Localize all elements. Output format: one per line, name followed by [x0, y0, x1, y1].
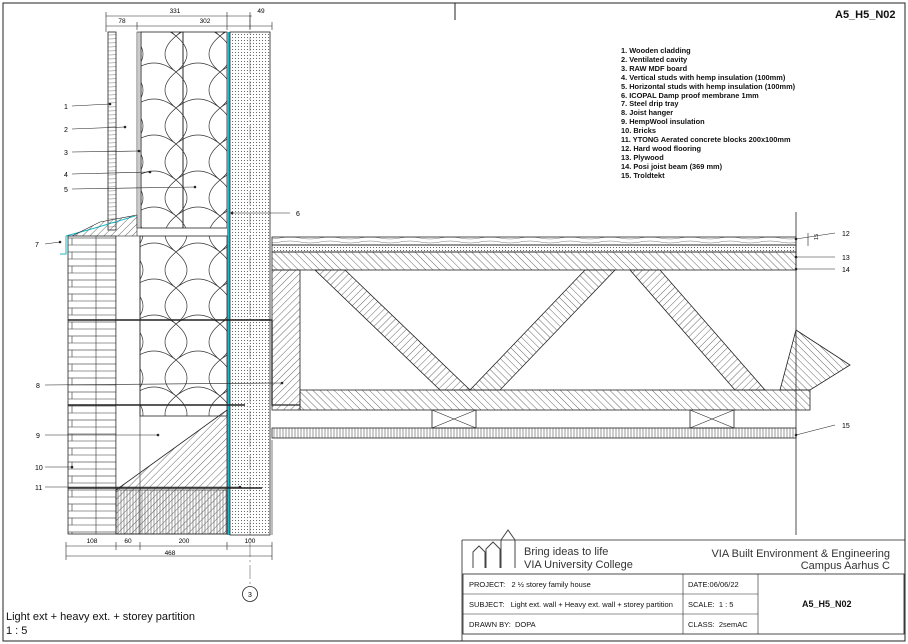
legend-item: 2. Ventilated cavity: [621, 54, 688, 64]
scale-label: SCALE:: [688, 600, 715, 609]
sheet-id: A5_H5_N02: [835, 9, 896, 21]
dimension-ytong: 200: [179, 538, 190, 545]
dimension-overall-top: 331: [170, 8, 181, 15]
project-label: PROJECT:: [469, 580, 506, 589]
posi-joist-web: [469, 269, 616, 391]
title-block-sheet-id: A5_H5_N02: [802, 599, 852, 609]
joist-end-block: [271, 269, 301, 411]
subject-value: Light ext. wall + Heavy ext. wall + stor…: [510, 600, 673, 609]
slogan-line: VIA University College: [524, 559, 633, 571]
posi-joist-top-chord: [271, 251, 797, 271]
class-row: CLASS: 2semAC: [688, 620, 748, 629]
callout-1: 1: [64, 104, 68, 111]
date-row: DATE:06/06/22: [688, 580, 739, 589]
callout-10: 10: [35, 465, 43, 472]
callout-11: 11: [35, 485, 42, 492]
legend-item: 3. RAW MDF board: [621, 63, 688, 73]
company-name: VIA Built Environment & Engineering Camp…: [640, 548, 890, 572]
legend-item: 14. Posi joist beam (369 mm): [621, 161, 723, 171]
dimension-floor: 15: [814, 234, 820, 240]
legend-item: 5. Horizontal studs with hemp insulation…: [621, 81, 796, 91]
legend-item: 13. Plywood: [621, 152, 664, 162]
materials-legend: 1. Wooden cladding 2. Ventilated cavity …: [621, 46, 796, 181]
legend-item: 11. YTONG Aerated concrete blocks 200x10…: [621, 135, 791, 145]
hardwood-flooring: [271, 236, 797, 246]
wooden-cladding: [107, 31, 117, 231]
callout-8: 8: [36, 383, 40, 390]
dimension-brick: 108: [87, 538, 98, 545]
dimension-cavity: 60: [124, 538, 132, 545]
hempwool-insulation: [139, 235, 228, 417]
subject-row: SUBJECT: Light ext. wall + Heavy ext. wa…: [469, 600, 673, 609]
vertical-stud-insulation: [140, 31, 184, 229]
drawn-row: DRAWN BY: DOPA: [469, 620, 536, 629]
callout-3: 3: [64, 150, 68, 157]
via-logo-icon: [472, 529, 516, 568]
legend-item: 10. Bricks: [621, 126, 656, 136]
dimension-inner: 100: [245, 538, 256, 545]
dimension-lining: 49: [257, 8, 265, 15]
company-line: Campus Aarhus C: [800, 560, 890, 572]
legend-item: 4. Vertical studs with hemp insulation (…: [621, 72, 786, 82]
dimension-overall-bottom: 468: [165, 550, 176, 557]
legend-item: 6. ICOPAL Damp proof membrane 1mm: [621, 90, 759, 100]
troldtekt-ceiling: [271, 427, 797, 439]
callout-2: 2: [64, 127, 68, 134]
dimension-wall-core: 302: [200, 18, 211, 25]
slogan-line: Bring ideas to life: [524, 546, 609, 558]
plywood: [271, 244, 797, 253]
drawn-value: DOPA: [514, 620, 536, 629]
legend-item: 12. Hard wood flooring: [621, 143, 702, 153]
drawn-label: DRAWN BY:: [469, 620, 511, 629]
class-value: 2semAC: [718, 620, 748, 629]
legend-item: 7. Steel drip tray: [621, 99, 679, 109]
dimension-cladding: 78: [118, 18, 126, 25]
posi-joist-web: [314, 269, 471, 391]
title-block: [462, 573, 905, 635]
view-scale: 1 : 5: [6, 625, 28, 637]
callout-6: 6: [296, 211, 300, 218]
callout-7: 7: [35, 242, 39, 249]
callout-14: 14: [842, 267, 850, 274]
callout-15: 15: [842, 423, 850, 430]
scale-value: 1 : 5: [718, 600, 734, 609]
callout-4: 4: [64, 172, 68, 179]
legend-item: 15. Troldtekt: [621, 170, 665, 180]
posi-joist-web: [629, 269, 766, 391]
legend-item: 1. Wooden cladding: [621, 46, 691, 55]
callout-13: 13: [842, 255, 850, 262]
mdf-board: [136, 31, 142, 229]
view-title: Light ext + heavy ext. + storey partitio…: [6, 611, 195, 623]
brand-slogan: Bring ideas to life VIA University Colle…: [524, 546, 633, 572]
date-label: DATE:: [688, 580, 710, 589]
inner-lining: [229, 31, 271, 536]
legend-item: 9. HempWool insulation: [621, 117, 705, 127]
legend-item: 8. Joist hanger: [621, 108, 674, 118]
subject-label: SUBJECT:: [469, 600, 505, 609]
grid-marker: [242, 586, 258, 602]
date-value: 06/06/22: [709, 580, 739, 589]
damp-proof-membrane: [227, 32, 230, 535]
callout-5: 5: [64, 187, 68, 194]
project-value: 2 ½ storey family house: [511, 580, 591, 589]
project-row: PROJECT: 2 ½ storey family house: [469, 580, 591, 589]
posi-joist-bottom-chord: [299, 389, 811, 411]
callout-12: 12: [842, 231, 850, 238]
callout-9: 9: [36, 433, 40, 440]
class-label: CLASS:: [688, 620, 715, 629]
scale-row: SCALE: 1 : 5: [688, 600, 733, 609]
horizontal-stud-insulation: [182, 31, 228, 229]
grid-marker-label: 3: [248, 592, 252, 599]
company-line: VIA Built Environment & Engineering: [711, 548, 890, 560]
